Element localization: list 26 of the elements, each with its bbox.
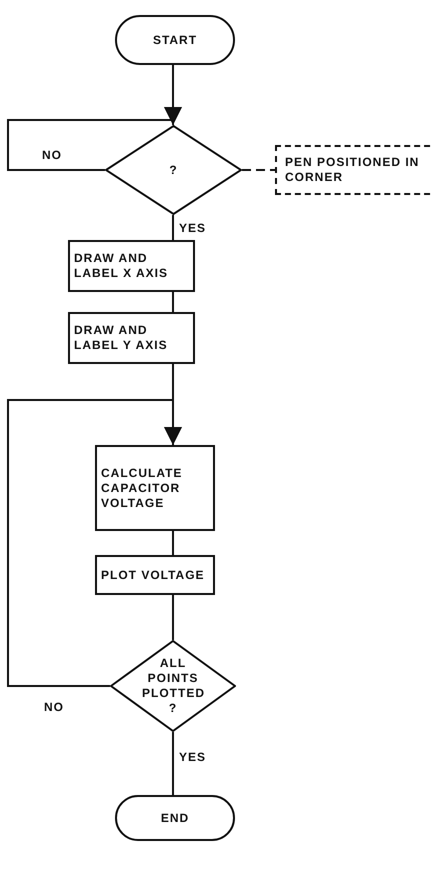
connector — [172, 292, 174, 312]
decision-diamond — [110, 640, 236, 732]
node-text: DRAW AND LABEL X AXIS — [74, 251, 170, 281]
process-box — [95, 445, 215, 531]
node-text: DRAW AND LABEL Y AXIS — [74, 323, 169, 353]
connector — [172, 732, 174, 795]
node-text: CALCULATE CAPACITOR VOLTAGE — [101, 466, 184, 510]
connector — [172, 595, 174, 640]
node-text: END — [160, 810, 190, 826]
connector — [172, 215, 174, 240]
node-text: ? — [168, 162, 179, 178]
connector — [7, 399, 182, 687]
node-text: ALL POINTS PLOTTED ? — [142, 656, 204, 716]
decision-diamond — [105, 125, 242, 215]
annotation-box — [275, 145, 433, 195]
process-box — [95, 555, 215, 595]
node-text: START — [152, 32, 198, 48]
terminal-node — [115, 795, 235, 841]
node-text: PLOT VOLTAGE — [101, 568, 206, 582]
connector — [172, 531, 174, 555]
process-box — [68, 312, 195, 364]
node-text: PEN POSITIONED IN CORNER — [285, 155, 420, 185]
connector — [242, 169, 275, 171]
connector — [7, 107, 182, 171]
terminal-node — [115, 15, 235, 65]
process-box — [68, 240, 195, 292]
